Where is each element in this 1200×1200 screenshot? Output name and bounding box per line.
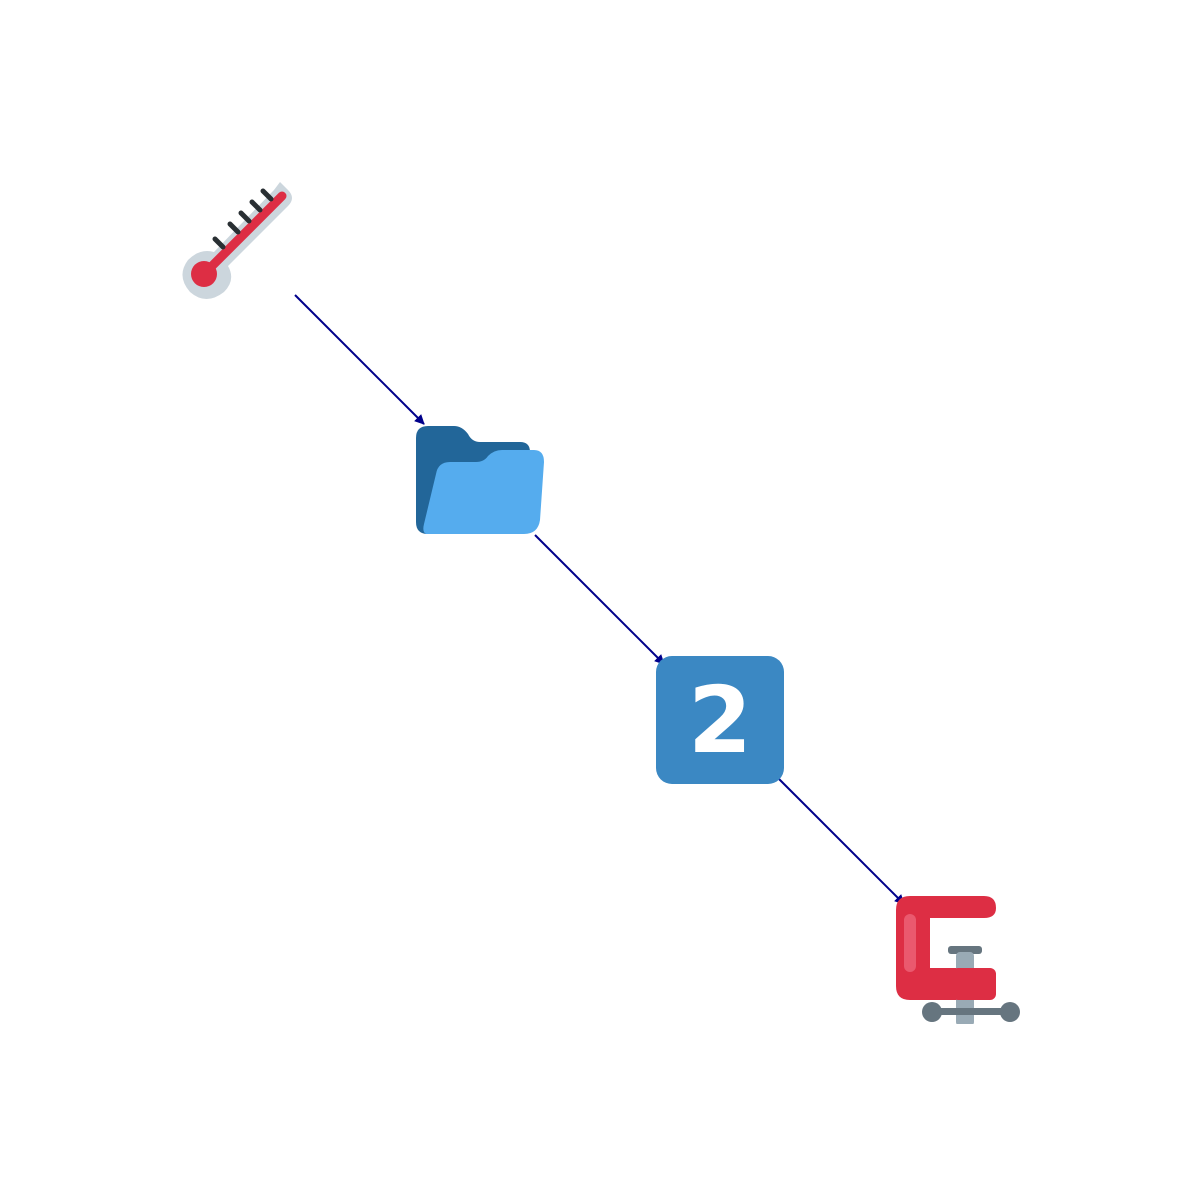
edge-thermometer-to-folder	[294, 294, 425, 425]
thermometer-icon	[182, 182, 292, 299]
keycap-number-icon: 2	[656, 656, 784, 784]
node-folder	[416, 416, 544, 544]
node-number: 2	[656, 656, 784, 784]
node-clamp	[896, 896, 1024, 1024]
keycap-number-label: 2	[688, 667, 752, 774]
open-folder-icon	[416, 426, 544, 534]
edge-folder-to-number	[534, 534, 665, 665]
clamp-icon	[896, 896, 1020, 1024]
node-thermometer	[176, 176, 304, 304]
edge-number-to-clamp	[777, 777, 905, 905]
